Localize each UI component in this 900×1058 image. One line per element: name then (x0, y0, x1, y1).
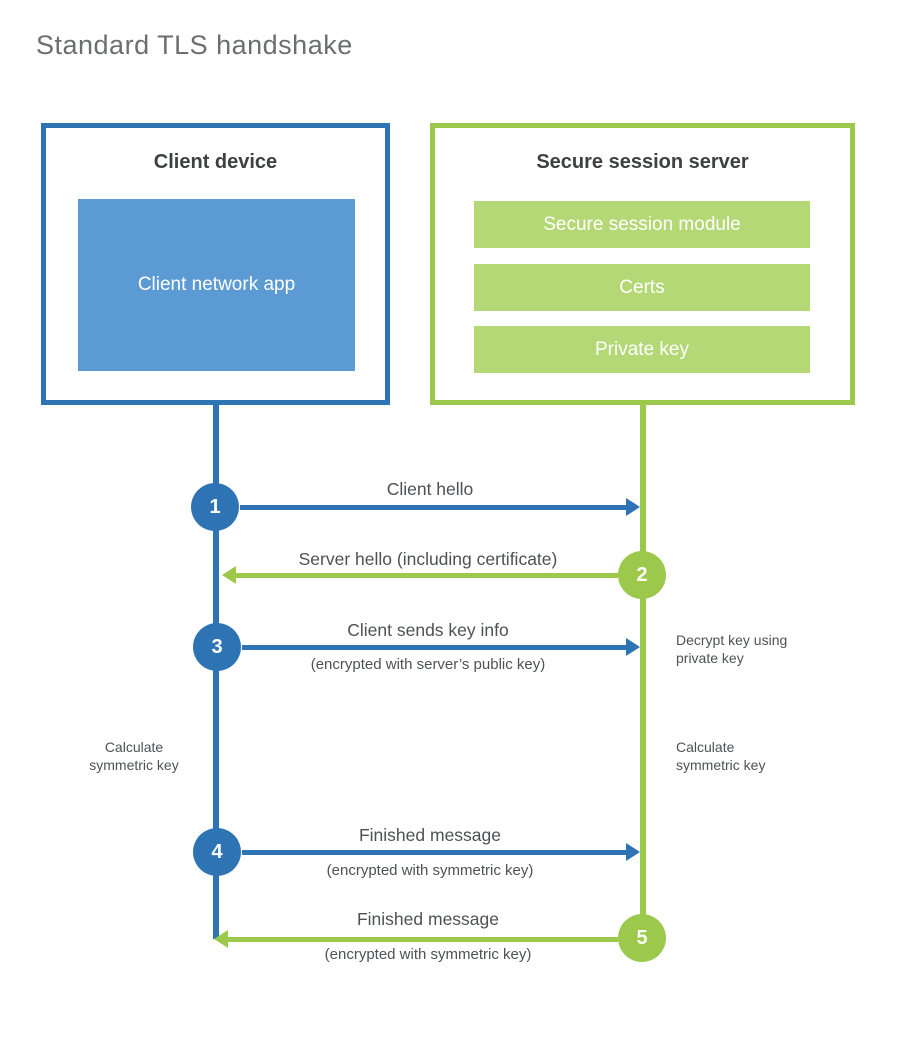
client-device-heading: Client device (153, 151, 278, 173)
client-lifeline (213, 405, 219, 939)
secure-session-server-heading: Secure session server (536, 151, 749, 173)
decrypt-key-note: Decrypt key using private key (676, 632, 788, 666)
step-2-label: Server hello (including certificate) (298, 549, 558, 569)
server-module-certs: Certs (474, 264, 810, 311)
step-3-badge: 3 (193, 623, 241, 671)
step-2-arrow (222, 566, 618, 584)
step-4-label: Finished message (358, 825, 502, 845)
arrowhead-left-icon (214, 930, 228, 948)
step-3-sublabel: (encrypted with server’s public key) (310, 656, 546, 673)
step-1-arrow (240, 498, 640, 516)
page-title: Standard TLS handshake (36, 30, 353, 60)
step-1-badge: 1 (191, 483, 239, 531)
step-2-badge: 2 (618, 551, 666, 599)
calculate-symmetric-key-note-server: Calculate symmetric key (676, 739, 766, 773)
step-number: 5 (636, 926, 648, 949)
secure-session-server-box: Secure session server Secure session mod… (430, 123, 855, 405)
server-module-secure-session-module: Secure session module (474, 201, 810, 248)
step-number: 4 (211, 840, 223, 863)
step-5-label: Finished message (356, 909, 500, 929)
step-5-arrow (214, 930, 618, 948)
arrowhead-right-icon (626, 843, 640, 861)
step-3-arrow (242, 638, 640, 656)
step-5-sublabel: (encrypted with symmetric key) (324, 946, 532, 963)
client-network-app-label: Client network app (137, 273, 296, 295)
client-network-app-box: Client network app (78, 199, 355, 371)
server-module-private-key: Private key (474, 326, 810, 373)
step-number: 3 (211, 635, 223, 658)
server-lifeline (640, 405, 646, 940)
module-label: Private key (595, 338, 689, 360)
step-number: 2 (636, 563, 648, 586)
module-label: Certs (619, 276, 665, 298)
step-4-sublabel: (encrypted with symmetric key) (326, 862, 534, 879)
step-number: 1 (209, 495, 221, 518)
step-1-label: Client hello (386, 479, 474, 499)
step-4-arrow (242, 843, 640, 861)
client-device-box: Client device Client network app (41, 123, 390, 405)
step-3-label: Client sends key info (347, 620, 509, 640)
module-label: Secure session module (543, 213, 741, 235)
arrowhead-right-icon (626, 638, 640, 656)
arrowhead-left-icon (222, 566, 236, 584)
calculate-symmetric-key-note-client: Calculate symmetric key (89, 739, 179, 773)
step-5-badge: 5 (618, 914, 666, 962)
arrowhead-right-icon (626, 498, 640, 516)
step-4-badge: 4 (193, 828, 241, 876)
